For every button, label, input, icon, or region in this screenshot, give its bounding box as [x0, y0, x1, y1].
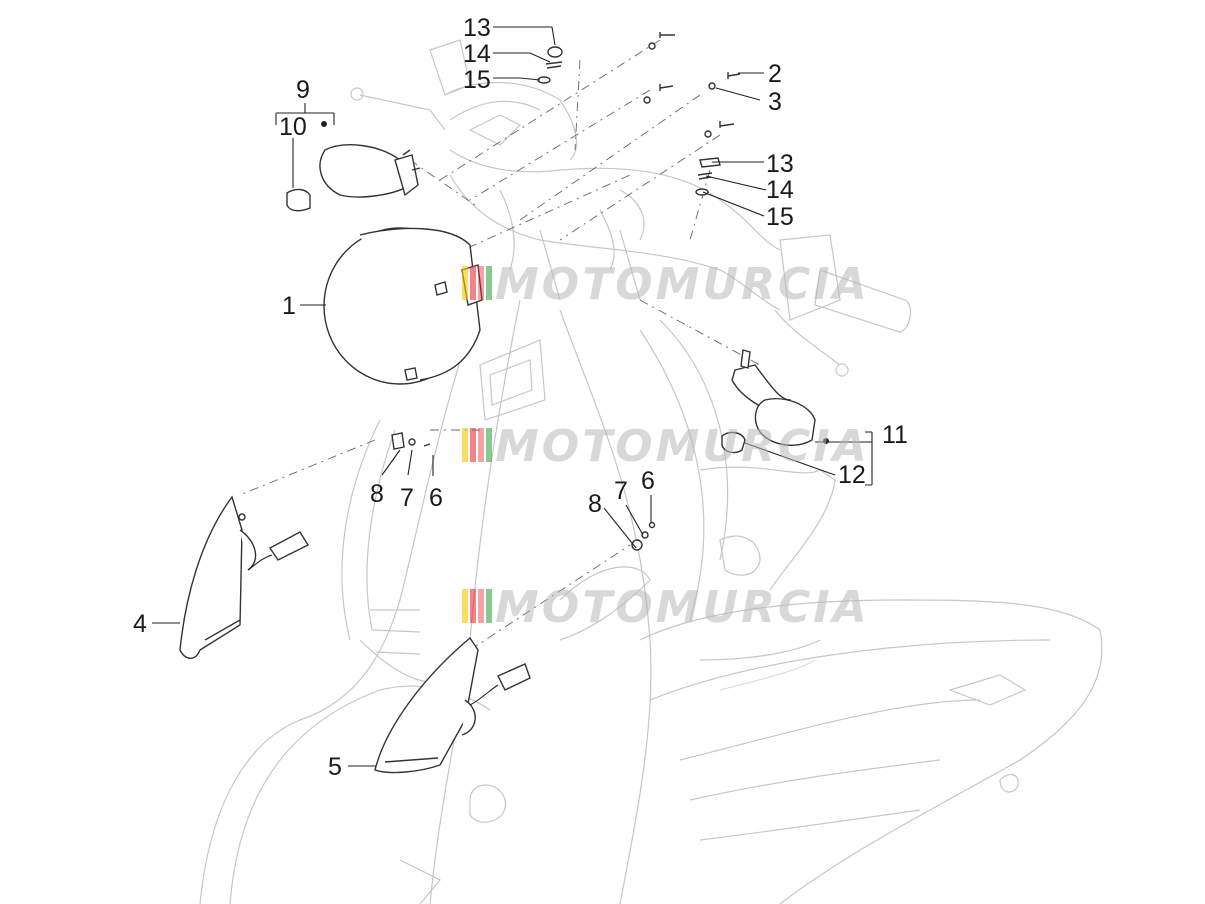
callout-13-right: 13 [766, 150, 794, 178]
callout-15-right: 15 [766, 203, 794, 231]
right-panel-light [374, 636, 531, 774]
front-left-indicator [286, 144, 421, 212]
callout-4: 4 [133, 610, 147, 638]
front-right-indicator [721, 349, 816, 454]
callout-6-left: 6 [429, 484, 443, 512]
watermark-middle: MOTOMURCIA [462, 421, 870, 472]
watermark-text-middle: MOTOMURCIA [495, 421, 870, 472]
callout-12: 12 [838, 461, 866, 489]
headlamp-unit [323, 227, 483, 385]
callout-11: 11 [882, 421, 908, 449]
callout-14-right: 14 [766, 176, 794, 204]
leader-lines [152, 26, 873, 767]
watermark-text-top: MOTOMURCIA [495, 259, 870, 310]
watermark-bottom: MOTOMURCIA [462, 582, 870, 633]
left-panel-light [179, 495, 309, 659]
callout-5: 5 [328, 753, 342, 781]
callout-6-right: 6 [641, 467, 655, 495]
hardware-fasteners [321, 32, 829, 551]
callout-3: 3 [768, 88, 782, 116]
callout-13-top: 13 [463, 14, 491, 42]
callout-8-right: 8 [588, 490, 602, 518]
callout-7-right: 7 [614, 477, 628, 505]
handlebar-outline [350, 39, 912, 377]
callout-8-left: 8 [370, 480, 384, 508]
callout-1: 1 [282, 292, 296, 320]
assembly-lines [239, 39, 761, 651]
callout-15-top: 15 [463, 66, 491, 94]
callout-14-top: 14 [463, 40, 491, 68]
watermark-top: MOTOMURCIA [462, 259, 870, 310]
callout-9: 9 [296, 76, 310, 104]
watermark-text-bottom: MOTOMURCIA [495, 582, 870, 633]
callout-7-left: 7 [400, 484, 414, 512]
callout-2: 2 [768, 60, 782, 88]
callout-10: 10 [279, 113, 307, 141]
callout-labels: 1 2 3 4 5 6 7 8 6 7 8 9 10 11 12 13 14 1… [133, 14, 908, 781]
